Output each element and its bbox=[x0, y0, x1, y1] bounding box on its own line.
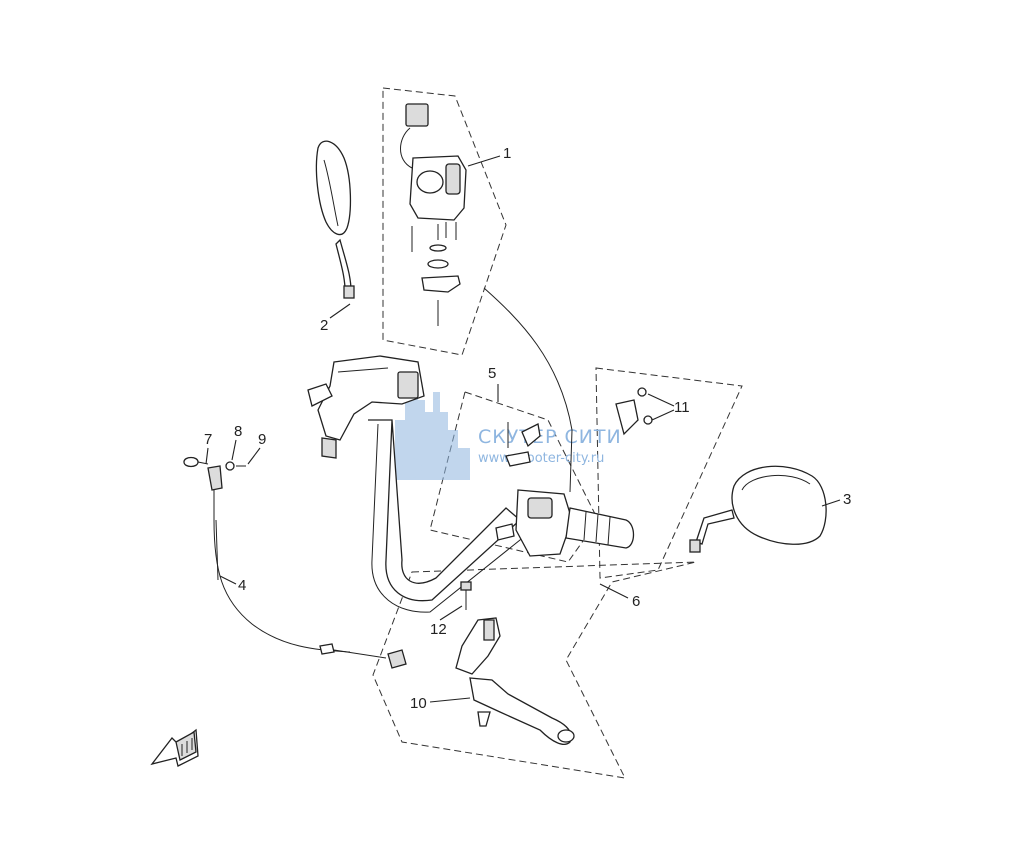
lever-assembly bbox=[455, 581, 575, 745]
throttle-grip bbox=[565, 507, 635, 549]
front-direction-arrow-icon bbox=[150, 728, 199, 767]
leader-lines bbox=[205, 155, 841, 703]
switch-cable bbox=[483, 287, 573, 493]
callout-1: 1 bbox=[503, 145, 511, 162]
watermark-logo bbox=[395, 382, 470, 480]
callout-2: 2 bbox=[320, 317, 328, 334]
left-brake-master bbox=[307, 355, 425, 459]
watermark-title: СКУТЕР СИТИ bbox=[478, 426, 622, 448]
watermark-url: www.scooter-city.ru bbox=[478, 451, 604, 466]
callout-8: 8 bbox=[234, 423, 242, 440]
callout-6: 6 bbox=[632, 593, 640, 610]
right-mirror bbox=[689, 465, 827, 553]
callout-4: 4 bbox=[238, 577, 246, 594]
handlebar bbox=[368, 419, 521, 602]
group-outline-6-lower bbox=[372, 561, 697, 779]
callout-7: 7 bbox=[204, 431, 212, 448]
callout-9: 9 bbox=[258, 431, 266, 448]
callout-3: 3 bbox=[843, 491, 851, 508]
handlebar-tube bbox=[371, 423, 531, 613]
callout-12: 12 bbox=[430, 621, 447, 638]
right-switch-housing bbox=[495, 422, 573, 557]
group-outline-1 bbox=[382, 87, 507, 356]
brake-cable bbox=[207, 465, 407, 669]
group-outline-6-upper bbox=[595, 367, 743, 579]
small-hardware bbox=[183, 456, 246, 471]
callout-5: 5 bbox=[488, 365, 496, 382]
callout-10: 10 bbox=[410, 695, 427, 712]
callout-11: 11 bbox=[674, 399, 690, 416]
switch-assembly bbox=[400, 103, 467, 326]
left-mirror bbox=[315, 140, 355, 299]
mirror-clamp bbox=[615, 387, 653, 436]
